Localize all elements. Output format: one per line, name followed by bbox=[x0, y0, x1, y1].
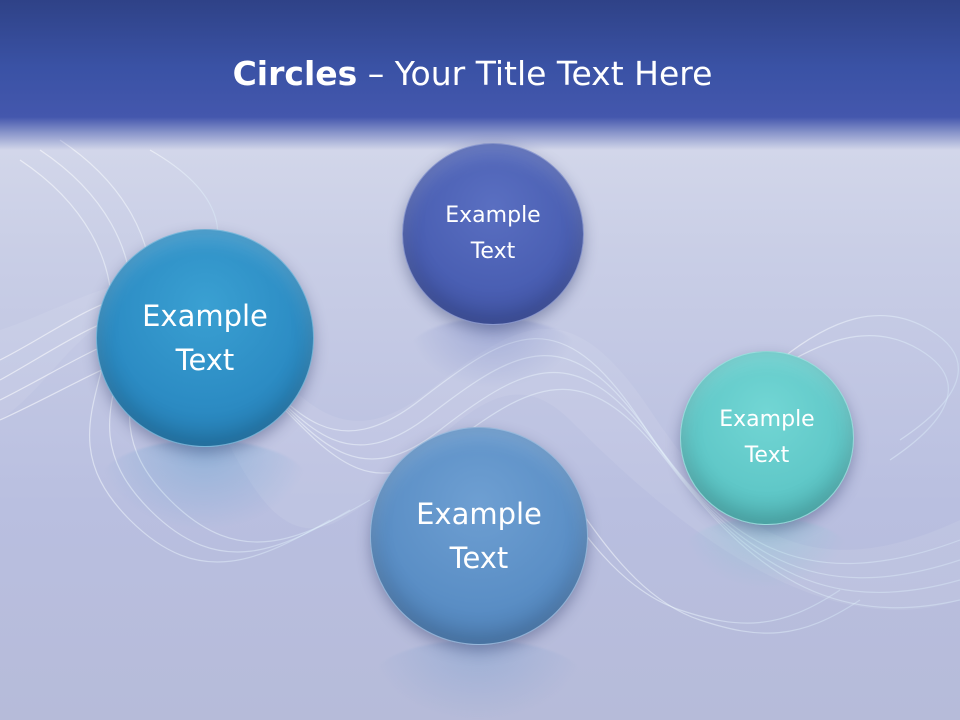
slide-title: Circles – Your Title Text Here bbox=[0, 52, 945, 96]
header-band bbox=[0, 0, 960, 150]
circle-right[interactable]: Example Text bbox=[680, 351, 854, 525]
circle-top[interactable]: Example Text bbox=[402, 143, 584, 325]
circle-label: Example Text bbox=[445, 203, 541, 264]
circle-label: Example Text bbox=[719, 407, 815, 468]
circle-label: Example Text bbox=[142, 299, 268, 377]
circle-reflection bbox=[408, 318, 578, 388]
title-bold: Circles bbox=[232, 54, 358, 93]
title-rest: – Your Title Text Here bbox=[357, 54, 713, 93]
circle-left[interactable]: Example Text bbox=[96, 229, 314, 447]
circle-reflection bbox=[98, 440, 310, 530]
circle-reflection bbox=[372, 640, 584, 720]
circle-label: Example Text bbox=[416, 497, 542, 575]
circle-bottom[interactable]: Example Text bbox=[370, 427, 588, 645]
circle-reflection bbox=[682, 518, 850, 588]
